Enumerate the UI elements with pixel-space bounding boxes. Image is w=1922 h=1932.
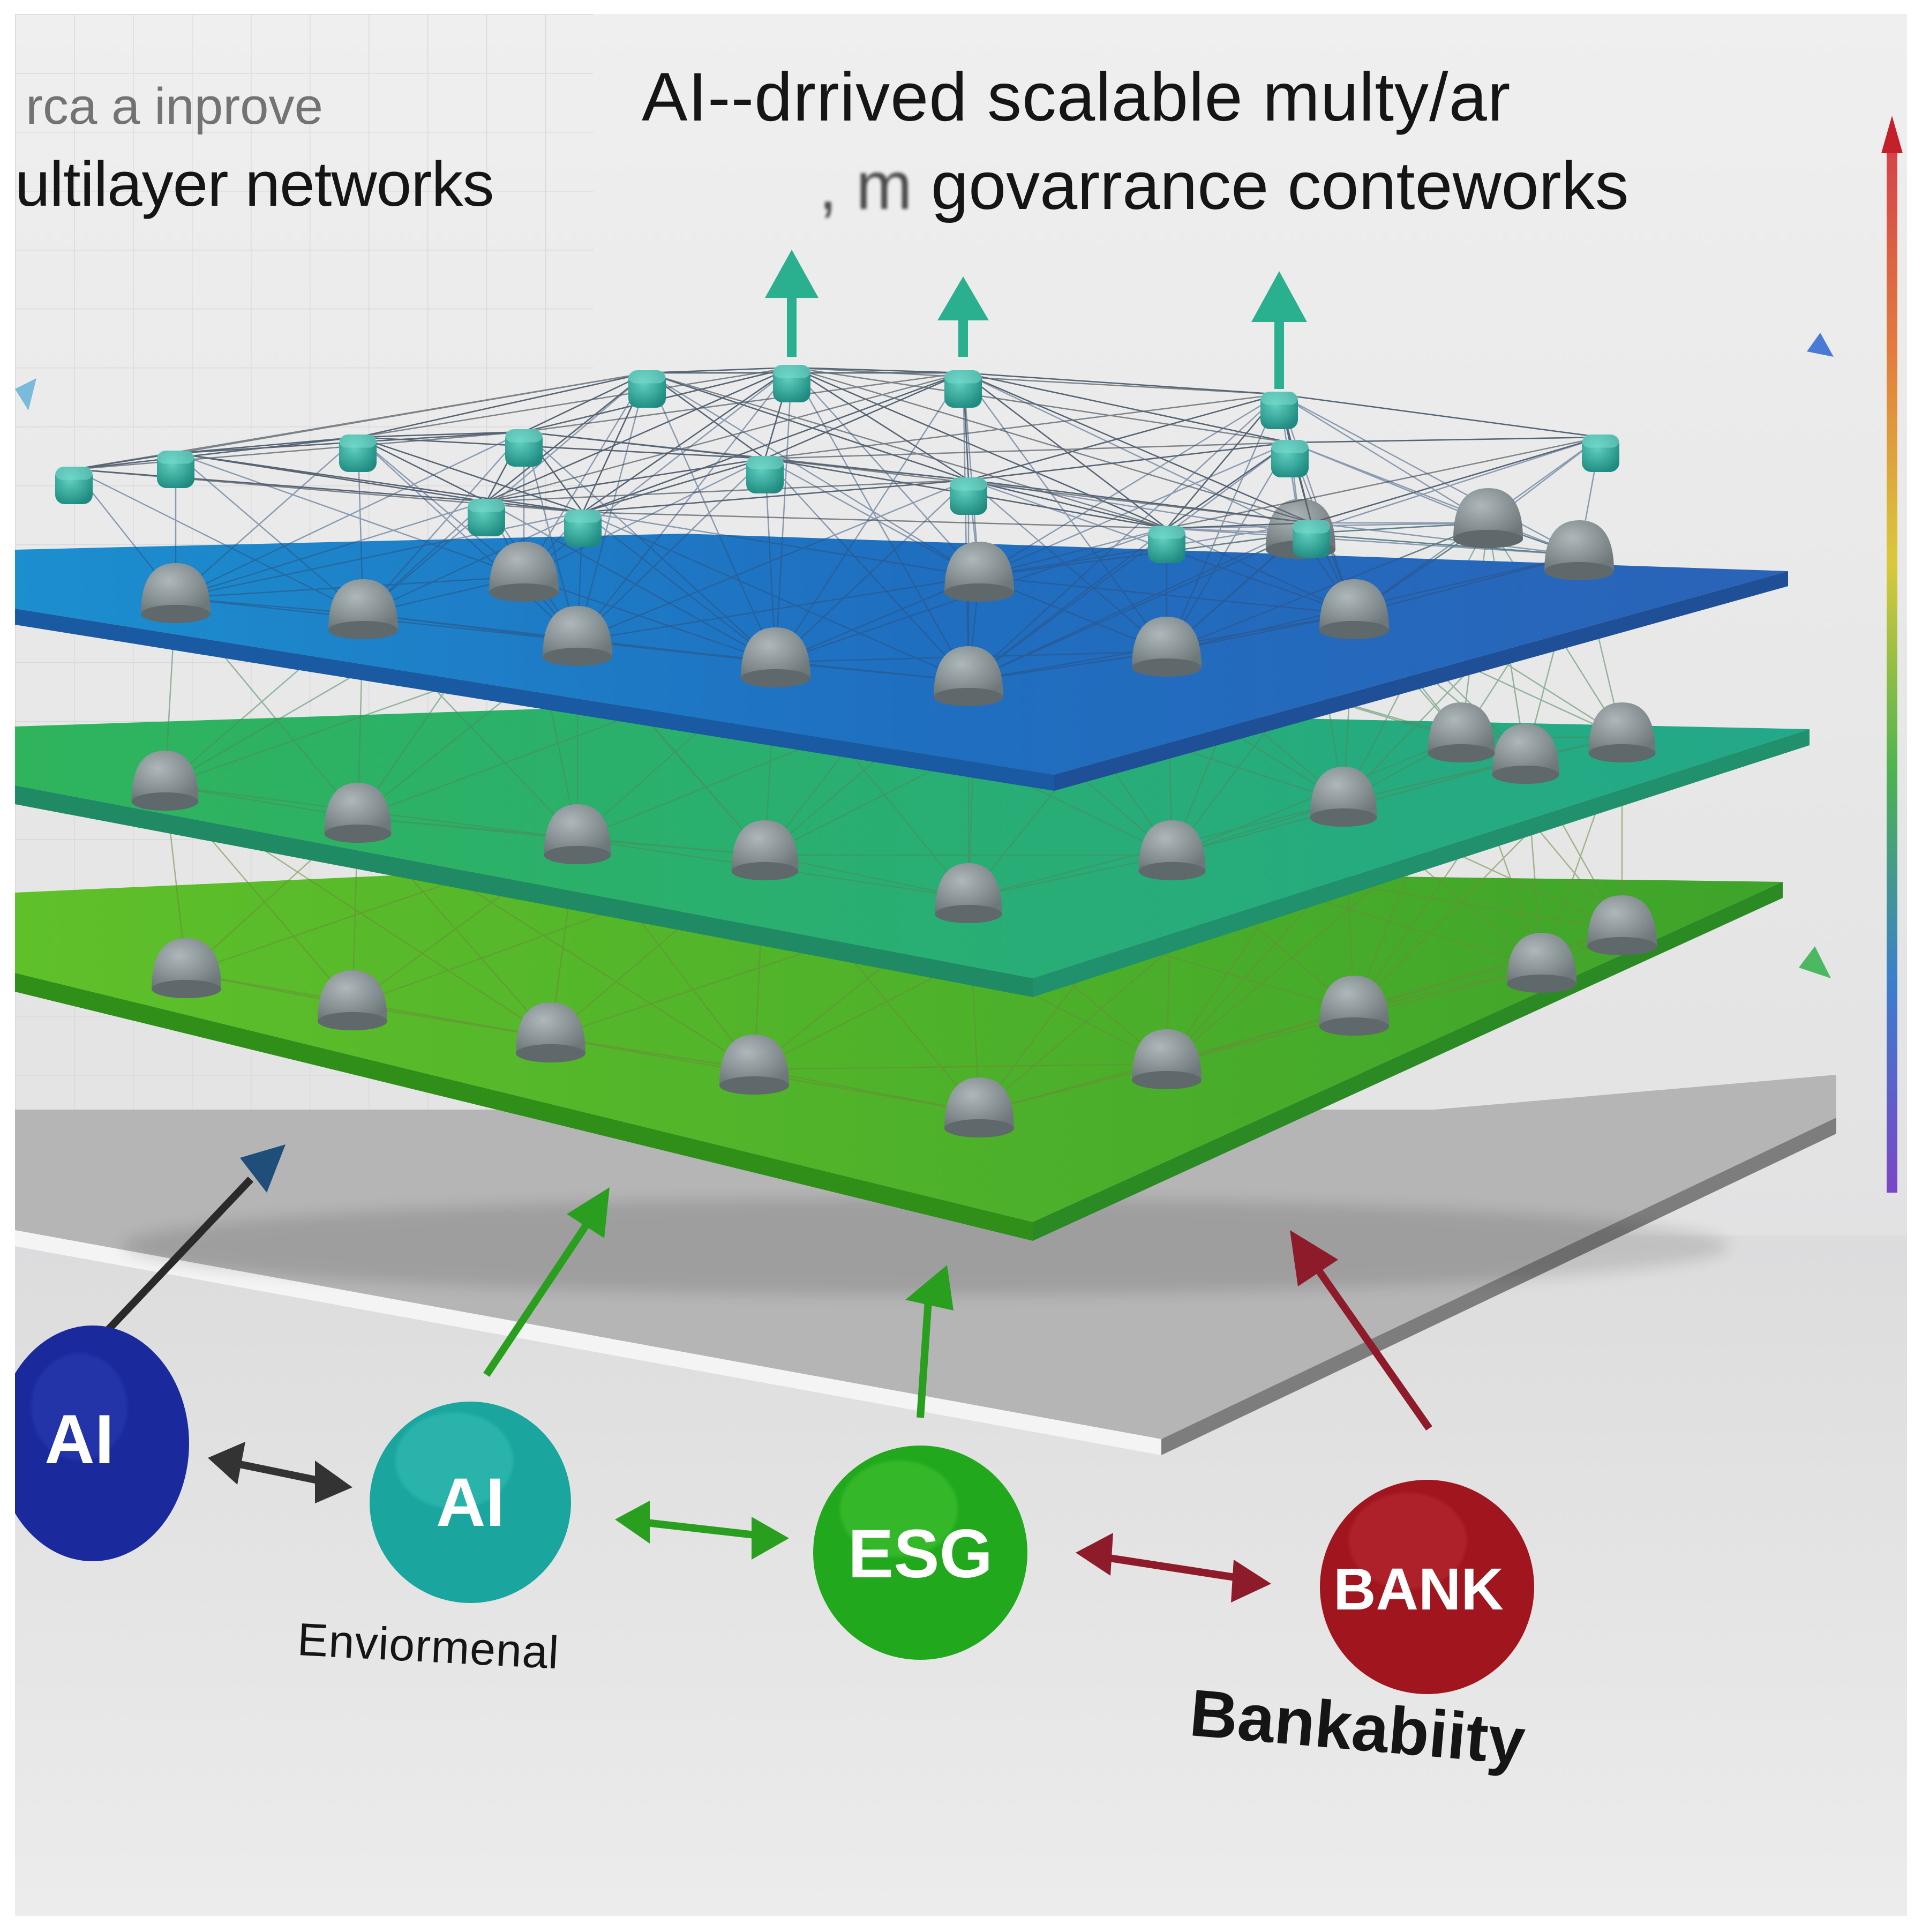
arrow-icon: [905, 1265, 954, 1418]
circle-ai-dark-label: AI: [44, 1400, 114, 1478]
input-arrows: [103, 1144, 1432, 1431]
green-marker-icon: [1799, 946, 1831, 978]
circle-ai-dark: AI: [15, 1326, 189, 1561]
network-node: [505, 429, 543, 467]
network-node: [1588, 702, 1656, 763]
up-arrow-icon: [1251, 271, 1307, 389]
network-node: [141, 563, 211, 624]
network-node: [324, 783, 392, 843]
network-node: [746, 456, 784, 493]
network-node: [318, 970, 387, 1031]
heading-left-line2: ultilayer networks: [15, 149, 494, 220]
network-node: [944, 370, 982, 408]
network-node: [564, 510, 602, 547]
network-node: [1582, 435, 1619, 472]
network-node: [544, 804, 611, 865]
heading-right-line1: AI--drrived scalable multy/ar: [642, 59, 1511, 136]
network-node: [1587, 895, 1657, 956]
network-node: [944, 1077, 1014, 1138]
arrow-icon: [103, 1144, 286, 1335]
image-frame: AI AI ESG BANK rca a inprove ultilayer n…: [15, 14, 1907, 1916]
network-node: [152, 938, 221, 999]
network-node: [1319, 579, 1389, 640]
network-node: [1428, 702, 1495, 763]
network-node: [1132, 1029, 1202, 1090]
network-node: [741, 627, 810, 688]
network-node: [731, 820, 799, 881]
network-node: [934, 646, 1003, 707]
upper-network: [55, 365, 1619, 563]
color-scale-bar: [1887, 143, 1897, 1193]
layer-shadow: [122, 1198, 1729, 1294]
heading-right-line2-faded: , m: [819, 148, 912, 223]
network-node: [944, 542, 1014, 602]
network-node: [1544, 520, 1614, 581]
network-node: [1319, 976, 1389, 1036]
network-node: [1492, 724, 1559, 784]
circle-esg: ESG: [813, 1446, 1027, 1660]
circle-ai-teal: AI: [370, 1402, 571, 1603]
network-layer-bottom: [15, 736, 1783, 1241]
arrow-icon: [1290, 1230, 1432, 1431]
network-node: [516, 1002, 585, 1063]
output-arrows: [765, 250, 1307, 389]
scale-arrow-icon: [1881, 116, 1903, 153]
network-node: [1293, 520, 1330, 558]
double-arrow-icon: [615, 1501, 789, 1560]
network-node: [935, 863, 1002, 924]
network-node: [339, 435, 377, 472]
up-arrow-icon: [937, 276, 989, 357]
network-node: [1507, 933, 1576, 993]
heading-right-line2: , m govarrance conteworks: [819, 147, 1629, 224]
network-layer-middle: [15, 522, 1810, 997]
network-node: [328, 579, 398, 640]
network-node: [1132, 617, 1202, 677]
multilayer-network-illustration: AI AI ESG BANK: [15, 14, 1907, 1916]
network-node: [628, 370, 666, 408]
network-node: [1271, 440, 1309, 477]
up-arrow-icon: [765, 250, 819, 357]
arrow-icon: [483, 1187, 610, 1377]
circle-ai-teal-label: AI: [436, 1464, 505, 1541]
circle-esg-label: ESG: [848, 1516, 993, 1592]
circle-bank: BANK: [1320, 1480, 1534, 1694]
link-arrows: [208, 1442, 1271, 1602]
double-arrow-icon: [208, 1442, 352, 1503]
double-arrow-icon: [1076, 1533, 1271, 1602]
network-node: [1148, 526, 1185, 563]
blue-marker-icon: [1807, 333, 1834, 357]
network-node: [1260, 392, 1298, 429]
left-marker-icon: [15, 378, 36, 410]
network-node: [719, 1035, 789, 1095]
network-node: [468, 499, 505, 536]
network-node: [131, 751, 199, 811]
network-node: [773, 365, 810, 402]
network-node: [1453, 488, 1523, 549]
network-node: [1138, 820, 1206, 881]
network-node: [950, 477, 987, 515]
circle-bank-label: BANK: [1333, 1556, 1504, 1622]
network-node: [543, 606, 612, 667]
network-node: [489, 542, 559, 602]
network-node: [1310, 767, 1377, 827]
heading-right-line2-text: govarrance conteworks: [931, 148, 1629, 223]
network-node: [157, 451, 194, 488]
heading-left-line1: rca a inprove: [26, 78, 323, 135]
network-node: [55, 467, 93, 504]
